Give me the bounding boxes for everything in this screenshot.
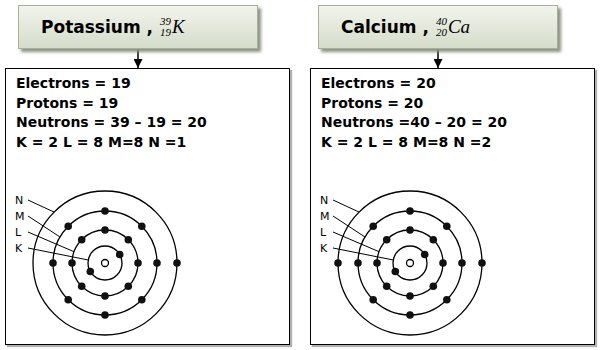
- electrons: [49, 207, 181, 319]
- l-shell: [377, 230, 443, 296]
- electron-dot: [125, 236, 133, 244]
- n-shell: [338, 191, 482, 335]
- l-shell: [72, 230, 138, 296]
- electron-dot: [334, 259, 342, 267]
- isotope-numbers: 4020: [436, 16, 447, 38]
- atom-fact: Protons = 19: [16, 94, 279, 114]
- electron-dot: [101, 311, 109, 319]
- electron-dot: [173, 259, 181, 267]
- atom-fact: Protons = 20: [321, 94, 584, 114]
- m-shell: [53, 211, 157, 315]
- electron-dot: [354, 259, 362, 267]
- shell-label: K: [15, 242, 22, 255]
- atom-info-box: Electrons = 20Protons = 20Neutrons =40 –…: [310, 68, 595, 345]
- leader-line: [28, 232, 74, 252]
- shell-label: N: [15, 194, 23, 207]
- mass-number: 40: [436, 16, 447, 27]
- isotope-numbers: 3919: [160, 16, 171, 38]
- electrons: [334, 207, 486, 319]
- atom-info-box: Electrons = 19Protons = 19Neutrons = 39 …: [5, 68, 290, 345]
- n-shell: [33, 191, 177, 335]
- atom-fact: Neutrons = 39 – 19 = 20: [16, 113, 279, 133]
- nucleus: [407, 260, 414, 267]
- leader-line: [333, 248, 393, 260]
- mass-number: 39: [160, 16, 171, 27]
- shell-label: L: [320, 226, 326, 239]
- leader-line: [333, 232, 379, 252]
- k-shell: [393, 246, 427, 280]
- electron-dot: [134, 259, 142, 267]
- leader-line: [333, 200, 359, 212]
- electron-dot: [406, 207, 414, 215]
- potassium-atom: [28, 191, 181, 335]
- electron-dot: [458, 259, 466, 267]
- leader-line: [28, 200, 54, 212]
- electron-dot: [64, 222, 72, 230]
- electron-dot: [138, 222, 146, 230]
- atom-fact: K = 2 L = 8 M=8 N =1: [16, 133, 279, 153]
- element-title-box: Calcium , 4020Ca: [318, 5, 558, 49]
- atomic-number: 19: [160, 27, 171, 38]
- calcium-atom: [333, 191, 486, 335]
- electron-dot: [369, 222, 377, 230]
- electron-dot: [392, 268, 400, 276]
- electron-dot: [68, 259, 76, 267]
- electron-dot: [78, 283, 86, 291]
- electron-dot: [138, 296, 146, 304]
- electron-dot: [430, 283, 438, 291]
- atom-fact: Electrons = 20: [321, 74, 584, 94]
- electron-dot: [64, 296, 72, 304]
- electron-dot: [49, 259, 57, 267]
- leader-line: [28, 248, 88, 260]
- electron-dot: [478, 259, 486, 267]
- electron-dot: [383, 283, 391, 291]
- atomic-number: 20: [436, 27, 447, 38]
- electron-dot: [125, 283, 133, 291]
- electron-dot: [101, 226, 109, 234]
- nucleus: [102, 260, 109, 267]
- shell-label: K: [320, 242, 327, 255]
- element-name: Potassium ,: [41, 17, 153, 37]
- electron-dot: [78, 236, 86, 244]
- atom-fact: Neutrons =40 – 20 = 20: [321, 113, 584, 133]
- element-name: Calcium ,: [341, 17, 429, 37]
- k-shell: [88, 246, 122, 280]
- m-shell: [358, 211, 462, 315]
- element-symbol: K: [172, 16, 185, 38]
- electron-dot: [101, 207, 109, 215]
- element-symbol: Ca: [448, 16, 470, 38]
- electron-dot: [406, 292, 414, 300]
- atom-fact: Electrons = 19: [16, 74, 279, 94]
- electron-dot: [373, 259, 381, 267]
- electron-dot: [116, 251, 124, 259]
- connector-arrow: [437, 49, 439, 68]
- connector-arrow: [137, 49, 139, 68]
- shell-label: L: [15, 226, 21, 239]
- electron-dot: [439, 259, 447, 267]
- electron-dot: [406, 311, 414, 319]
- electron-dot: [153, 259, 161, 267]
- electron-dot: [430, 236, 438, 244]
- shell-label: M: [320, 210, 330, 223]
- electron-dot: [443, 222, 451, 230]
- electron-dot: [369, 296, 377, 304]
- electron-dot: [421, 251, 429, 259]
- shell-label: N: [320, 194, 328, 207]
- electron-dot: [101, 292, 109, 300]
- electron-dot: [406, 226, 414, 234]
- electron-dot: [443, 296, 451, 304]
- electron-dot: [87, 268, 95, 276]
- shell-label: M: [15, 210, 25, 223]
- atom-fact: K = 2 L = 8 M=8 N =2: [321, 133, 584, 153]
- element-title-box: Potassium , 3919K: [18, 5, 258, 49]
- electron-dot: [383, 236, 391, 244]
